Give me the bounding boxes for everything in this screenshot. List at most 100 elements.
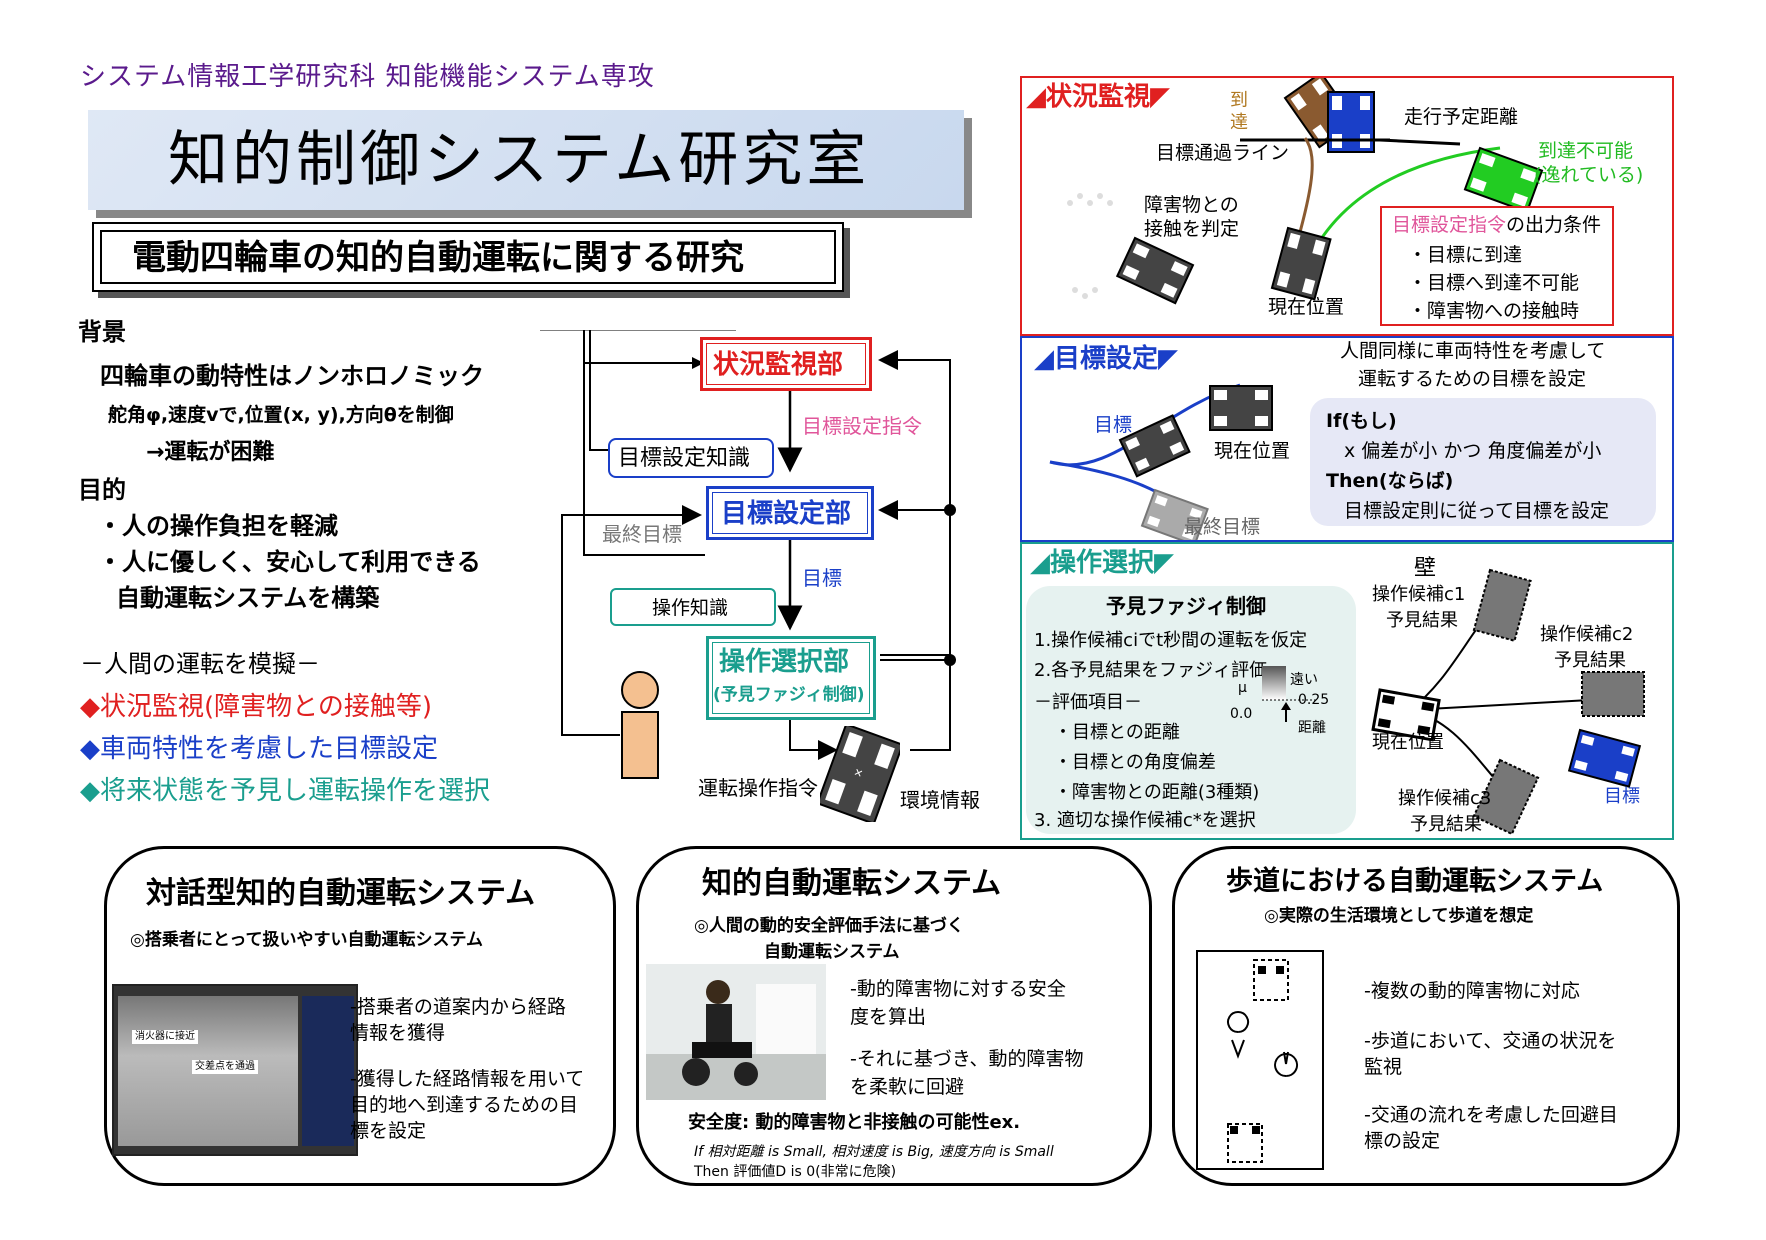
goal-box-label: 目標設定部: [721, 499, 852, 529]
op-knowledge-label: 操作知識: [652, 597, 729, 619]
fuzzy-step3: 3. 適切な操作候補c*を選択: [1034, 810, 1256, 831]
fuzzy-item3: ・障害物との距離(3種類): [1054, 782, 1260, 803]
car-icon: ×: [820, 726, 900, 822]
monitor-panel-title: ◢状況監視◤: [1026, 82, 1170, 112]
unreachable-sub: (逸れている): [1534, 164, 1644, 186]
background-line1: 四輪車の動特性はノンホロノミック: [100, 362, 484, 390]
lab-name-banner: 知的制御システム研究室: [88, 110, 964, 210]
dialog-text2-line2: 目的地へ到達するための目: [350, 1094, 579, 1116]
screen-label2: 交差点を通過: [192, 1060, 258, 1074]
sidewalk-subtitle: ◎実際の生活環境として歩道を想定: [1264, 906, 1534, 926]
goal-scene-goal: 目標: [1094, 414, 1133, 436]
background-line2: 舵角φ,速度vで,位置(x, y),方向θを制御: [108, 404, 454, 426]
final-goal-label: 最終目標: [602, 522, 682, 546]
goal-box: 目標設定部: [706, 486, 874, 540]
intelligent-text2-line1: -それに基づき、動的障害物: [850, 1048, 1084, 1070]
sidewalk-text1: -複数の動的障害物に対応: [1364, 980, 1580, 1002]
sidewalk-diagram: [1196, 950, 1324, 1170]
rule-then: Then(ならば): [1326, 470, 1454, 492]
goal-desc2: 運転するための目標を設定: [1358, 368, 1587, 390]
person-icon: [621, 671, 659, 779]
fuzzy-item2: ・目標との角度偏差: [1054, 752, 1216, 773]
c2-line1: 操作候補c2: [1540, 624, 1634, 645]
intelligent-text1-line1: -動的障害物に対する安全: [850, 978, 1066, 1000]
c3-line2: 予見結果: [1410, 814, 1482, 835]
cond-title-b: の出力条件: [1506, 214, 1602, 236]
dialog-text2-line3: 標を設定: [350, 1120, 427, 1142]
dialog-system-panel: [104, 846, 616, 1186]
research-title-box: 電動四輪車の知的自動運転に関する研究: [92, 222, 844, 292]
v025-label: 0.25: [1298, 692, 1330, 708]
goal-scene: [1049, 383, 1273, 540]
purpose-heading: 目的: [78, 476, 126, 504]
c1-line1: 操作候補c1: [1372, 584, 1466, 605]
wall-label: 壁: [1414, 556, 1437, 581]
op-knowledge-box: 操作知識: [610, 588, 776, 626]
dialog-system-subtitle: ◎搭乗者にとって扱いやすい自動運転システム: [130, 930, 483, 950]
monitor-current-pos: 現在位置: [1268, 296, 1345, 318]
sidewalk-system-title: 歩道における自動運転システム: [1226, 866, 1604, 897]
planned-distance-label: 走行予定距離: [1404, 106, 1519, 128]
rule-if: If(もし): [1326, 410, 1397, 432]
lab-name: 知的制御システム研究室: [168, 125, 871, 195]
department-label: システム情報工学研究科 知能機能システム専攻: [80, 62, 655, 92]
goal-panel-title: ◢目標設定◤: [1034, 344, 1178, 374]
v00-label: 0.0: [1230, 706, 1253, 722]
goal-desc1: 人間同様に車両特性を考慮して: [1340, 340, 1606, 362]
safety-label: 安全度: 動的障害物と非接触の可能性ex.: [688, 1112, 1021, 1133]
mimic-line: －人間の運転を模擬－: [80, 650, 320, 678]
op-box-sub: (予見ファジィ制御): [713, 685, 865, 705]
sidewalk-text2-line2: 監視: [1364, 1056, 1403, 1078]
wheelchair-photo: [646, 964, 826, 1100]
monitor-box: 状況監視部: [700, 337, 872, 391]
op-box: 操作選択部 (予見ファジィ制御): [706, 636, 876, 720]
safety-rule1: If 相対距離 is Small, 相対速度 is Big, 速度方向 is S…: [694, 1144, 1054, 1160]
purpose-line1: ・人の操作負担を軽減: [98, 512, 338, 540]
mu-label: μ: [1238, 680, 1247, 696]
op-current-pos: 現在位置: [1372, 732, 1444, 753]
bullet-monitoring: ◆状況監視(障害物との接触等): [80, 692, 433, 722]
cond-title-a: 目標設定指令: [1392, 214, 1507, 236]
op-box-label: 操作選択部: [719, 647, 850, 677]
fuzzy-step2: 2.各予見結果をファジィ評価: [1034, 660, 1268, 681]
goal-panel: [1020, 336, 1674, 542]
monitor-box-label: 状況監視部: [713, 350, 844, 380]
dialog-text1-line1: -搭乗者の道案内から経路: [350, 996, 566, 1018]
intelligent-text1-line2: 度を算出: [850, 1006, 927, 1028]
sidewalk-text3-line2: 標の設定: [1364, 1130, 1441, 1152]
purpose-line2: ・人に優しく、安心して利用できる: [98, 548, 481, 576]
sidewalk-system-panel: [1172, 846, 1680, 1186]
dialog-system-title: 対話型知的自動運転システム: [146, 876, 536, 911]
membership-graph: [1262, 666, 1318, 722]
goal-knowledge-box: 目標設定知識: [608, 438, 774, 478]
obstacle-line2: 接触を判定: [1144, 218, 1240, 240]
screen-capture: 消火器に接近 交差点を通過: [112, 984, 358, 1156]
intelligent-system-title: 知的自動運転システム: [702, 866, 1002, 901]
c3-line1: 操作候補c3: [1398, 788, 1492, 809]
dist-label: 距離: [1298, 720, 1326, 736]
research-title: 電動四輪車の知的自動運転に関する研究: [132, 238, 744, 278]
background-line3: →運転が困難: [146, 440, 275, 465]
goal-knowledge-label: 目標設定知識: [618, 446, 751, 471]
rule-cond: x 偏差が小 かつ 角度偏差が小: [1344, 440, 1602, 462]
intelligent-subtitle1: ◎人間の動的安全評価手法に基づく: [694, 916, 964, 936]
fuzzy-eval: －評価項目－: [1034, 692, 1142, 713]
target-line-label: 目標通過ライン: [1156, 142, 1290, 164]
flow-feedback-lines: [583, 357, 705, 556]
fuzzy-box: [1026, 586, 1356, 834]
bullet-operation: ◆将来状態を予見し運転操作を選択: [80, 776, 490, 806]
fuzzy-item1: ・目標との距離: [1054, 722, 1180, 743]
op-panel-title: ◢操作選択◤: [1030, 548, 1174, 578]
cond2: ・目標へ到達不可能: [1408, 272, 1580, 294]
rule-action: 目標設定則に従って目標を設定: [1344, 500, 1610, 522]
c1-line2: 予見結果: [1386, 610, 1458, 631]
cond1: ・目標に到達: [1408, 244, 1523, 266]
purpose-line3: 自動運転システムを構築: [116, 584, 380, 612]
far-label: 遠い: [1290, 672, 1318, 688]
background-heading: 背景: [78, 318, 126, 346]
monitor-panel: [1020, 76, 1674, 336]
goal-label: 目標: [802, 566, 842, 590]
env-info-label: 環境情報: [900, 788, 980, 812]
sidewalk-text3-line1: -交通の流れを考慮した回避目: [1364, 1104, 1618, 1126]
